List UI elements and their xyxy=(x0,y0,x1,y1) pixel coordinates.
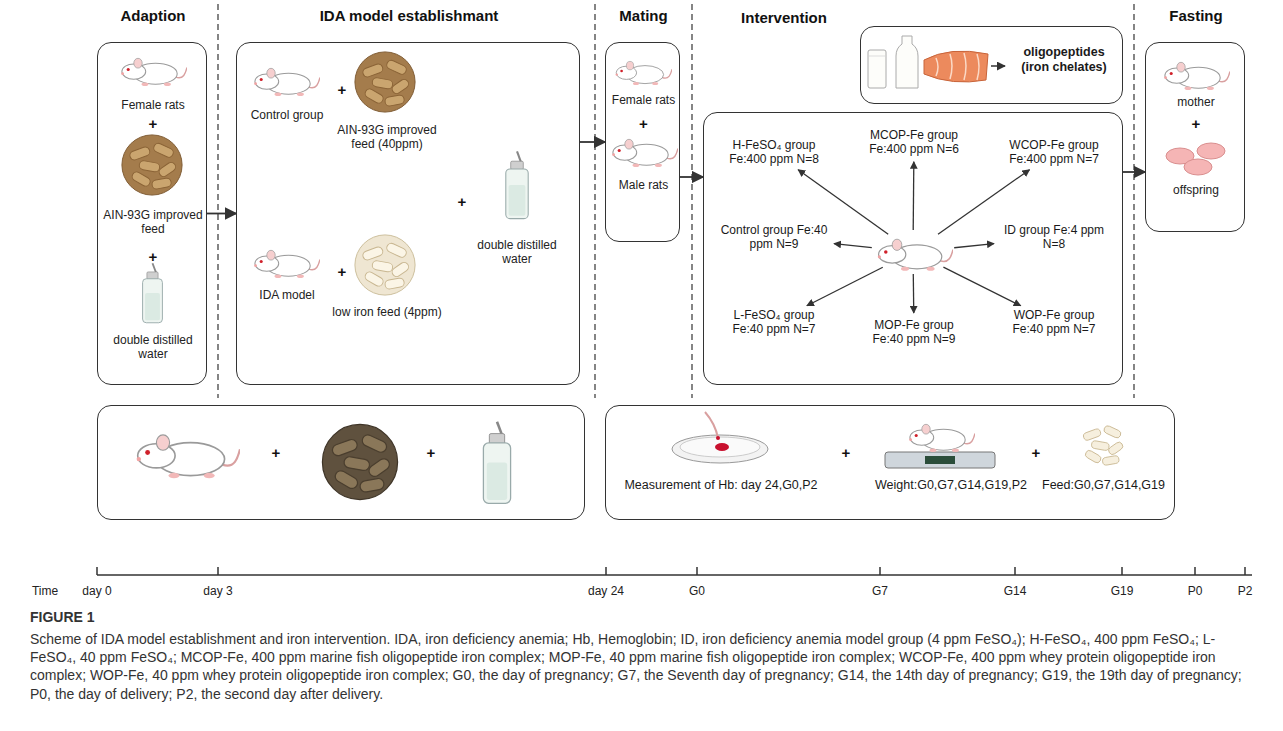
plus-sign: + xyxy=(332,81,352,99)
item-label: low iron feed (4ppm) xyxy=(332,305,442,319)
plus-sign: + xyxy=(606,115,681,133)
figure-caption: Scheme of IDA model establishment and ir… xyxy=(30,630,1253,703)
bottle-icon xyxy=(506,151,528,218)
item-label: Female rats xyxy=(98,98,208,112)
measure-label: Weight:G0,G7,G14,G19,P2 xyxy=(856,478,1046,493)
panel-heading: Adaption xyxy=(88,7,218,25)
figure-number: FIGURE 1 xyxy=(30,609,230,626)
rat-icon xyxy=(137,435,240,478)
item-label: Female rats xyxy=(606,93,681,107)
item-label: IDA model xyxy=(237,288,337,302)
panel-heading: Intervention xyxy=(724,9,844,27)
group-label: MCOP-Fe group Fe:400 ppm N=6 xyxy=(859,128,969,157)
rat-icon xyxy=(909,424,975,452)
time-point: G14 xyxy=(985,584,1045,598)
group-label: H-FeSO₄ group Fe:400 ppm N=8 xyxy=(719,138,829,167)
plus-sign: + xyxy=(98,248,208,266)
time-point: day 24 xyxy=(576,584,636,598)
plus-sign: + xyxy=(98,115,208,133)
item-label: offspring xyxy=(1146,183,1246,197)
panel-heading: Fasting xyxy=(1146,7,1246,25)
group-arrow xyxy=(913,274,915,313)
flow-arrow xyxy=(580,141,605,143)
flow-arrow xyxy=(1123,171,1145,173)
rat-icon xyxy=(1164,62,1230,90)
panel-box: AdaptionFemale rats+AIN-93G improved fee… xyxy=(97,42,207,385)
blood-dish-icon xyxy=(672,412,768,463)
feed-icon xyxy=(322,424,397,499)
time-point: day 3 xyxy=(188,584,248,598)
panel-box: Fastingmother+offspring xyxy=(1145,42,1245,232)
rat-icon xyxy=(616,61,672,85)
item-label: double distilled water xyxy=(98,333,208,362)
panel-box: Measurement of Hb: day 24,G0,P2 + Weight:G… xyxy=(605,405,1175,520)
plus-sign: + xyxy=(1026,444,1046,462)
item-label: AIN-93G improved feed xyxy=(98,208,208,237)
panel-heading: IDA model establishmant xyxy=(237,7,581,25)
group-arrow xyxy=(807,267,883,305)
rat-icon xyxy=(254,250,320,278)
plus-sign: + xyxy=(332,263,352,281)
bottle-icon xyxy=(143,263,163,323)
plus-sign: + xyxy=(421,444,441,462)
feed-icon xyxy=(122,135,182,195)
rat-icon xyxy=(121,58,187,86)
rat-icon xyxy=(612,139,678,167)
scale-icon xyxy=(885,452,995,468)
time-point: P2 xyxy=(1215,584,1275,598)
group-arrow xyxy=(834,244,872,248)
panel-box: MatingFemale rats+Male rats xyxy=(605,42,680,242)
time-point: G0 xyxy=(667,584,727,598)
item-label: double distilled water xyxy=(462,238,572,267)
offspring-icon xyxy=(1166,143,1225,175)
group-label: L-FeSO₄ group Fe:40 ppm N=7 xyxy=(719,308,829,337)
item-label: AIN-93G improved feed (40ppm) xyxy=(332,123,442,152)
rat-icon xyxy=(254,68,320,96)
item-label: Male rats xyxy=(606,178,681,192)
group-label: MOP-Fe group Fe:40 ppm N=9 xyxy=(859,318,969,347)
plus-sign: + xyxy=(1146,115,1246,133)
time-point: G7 xyxy=(850,584,910,598)
time-axis xyxy=(97,567,1252,575)
panel-box: IDA model establishmantControl group+AIN… xyxy=(236,42,580,385)
group-label: WCOP-Fe group Fe:400 ppm N=7 xyxy=(999,138,1109,167)
group-arrow xyxy=(913,162,915,230)
bottle-icon xyxy=(483,422,510,504)
panel-box: InterventionH-FeSO₄ group Fe:400 ppm N=8… xyxy=(703,112,1123,385)
rat-icon xyxy=(878,239,953,271)
product-box: oligopeptides (iron chelates) xyxy=(860,26,1123,104)
group-arrow xyxy=(943,267,1020,306)
plus-sign: + xyxy=(452,193,472,211)
phase-divider xyxy=(218,4,1134,398)
feed-icon xyxy=(1082,425,1124,466)
plus-sign: + xyxy=(836,444,856,462)
flow-arrow xyxy=(680,176,703,178)
group-arrows xyxy=(798,162,1029,313)
food-icons xyxy=(868,36,1005,88)
time-point: P0 xyxy=(1165,584,1225,598)
axis-title: Time xyxy=(20,584,70,598)
group-label: Control group Fe:40 ppm N=9 xyxy=(719,223,829,252)
group-label: ID group Fe:4 ppm N=8 xyxy=(999,223,1109,252)
panel-box: ++ xyxy=(97,405,585,520)
plus-sign: + xyxy=(266,444,286,462)
panel-heading: Mating xyxy=(591,7,696,25)
group-label: WOP-Fe group Fe:40 ppm N=7 xyxy=(999,308,1109,337)
time-point: G19 xyxy=(1092,584,1152,598)
time-point: day 0 xyxy=(67,584,127,598)
group-arrow xyxy=(954,244,994,248)
item-label: Control group xyxy=(237,108,337,122)
feed-icon xyxy=(355,52,415,112)
measure-label: Measurement of Hb: day 24,G0,P2 xyxy=(611,478,831,493)
product-label: oligopeptides (iron chelates) xyxy=(1011,45,1117,75)
item-label: mother xyxy=(1146,95,1246,109)
feed-icon xyxy=(355,235,415,295)
measure-label: Feed:G0,G7,G14,G19 xyxy=(1036,478,1171,493)
flow-arrow xyxy=(207,213,236,215)
